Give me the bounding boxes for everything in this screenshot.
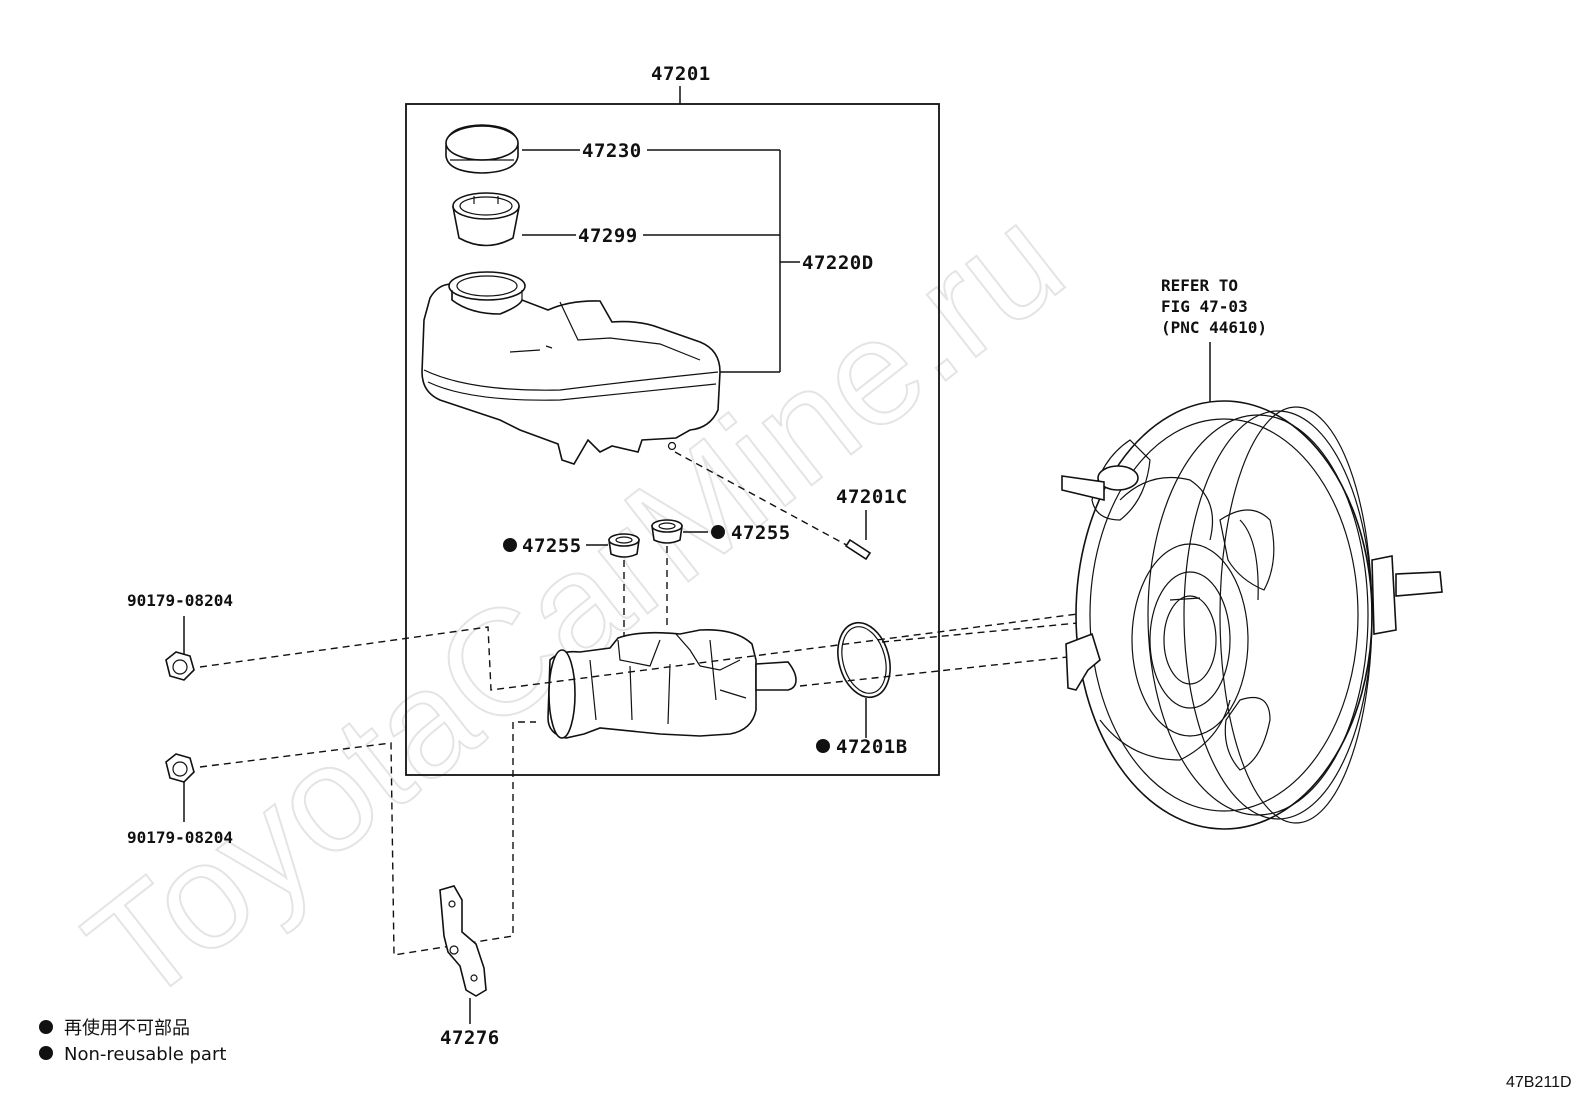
brake-booster-icon (1061, 400, 1443, 830)
label-cap: 47230 (582, 140, 642, 162)
legend-dot-japanese (39, 1020, 53, 1034)
grommet-left-icon (608, 533, 640, 558)
nut-bottom-icon (165, 753, 195, 783)
grommet-right-icon (651, 519, 683, 544)
reservoir-cap-icon (445, 124, 519, 174)
legend-japanese: 再使用不可部品 (64, 1018, 190, 1039)
non-reusable-dot-left (503, 538, 517, 552)
master-cylinder-icon (547, 628, 797, 739)
reservoir-tank-icon (421, 271, 721, 465)
refer-line-2: FIG 47-03 (1161, 297, 1248, 316)
label-reservoir-set: 47220D (802, 252, 874, 274)
label-strainer: 47299 (578, 225, 638, 247)
label-pin: 47201C (836, 486, 908, 508)
label-bracket: 47276 (440, 1027, 500, 1049)
assembly-box (405, 103, 940, 776)
bracket-icon (439, 885, 487, 997)
label-nut-bottom: 90179-08204 (127, 828, 233, 847)
refer-line-1: REFER TO (1161, 276, 1238, 295)
legend-english: Non-reusable part (64, 1044, 226, 1065)
label-grommet-left: 47255 (522, 535, 582, 557)
label-nut-top: 90179-08204 (127, 591, 233, 610)
label-o-ring: 47201B (836, 736, 908, 758)
label-assembly: 47201 (651, 63, 711, 85)
figure-code: 47B211D (1506, 1074, 1572, 1091)
refer-line-3: (PNC 44610) (1161, 318, 1267, 337)
non-reusable-dot-o-ring (816, 739, 830, 753)
nut-top-icon (165, 651, 195, 681)
pin-icon (844, 538, 872, 561)
strainer-icon (452, 192, 520, 247)
legend-dot-english (39, 1046, 53, 1060)
non-reusable-dot-right (711, 525, 725, 539)
o-ring-icon (837, 621, 891, 699)
label-grommet-right: 47255 (731, 522, 791, 544)
